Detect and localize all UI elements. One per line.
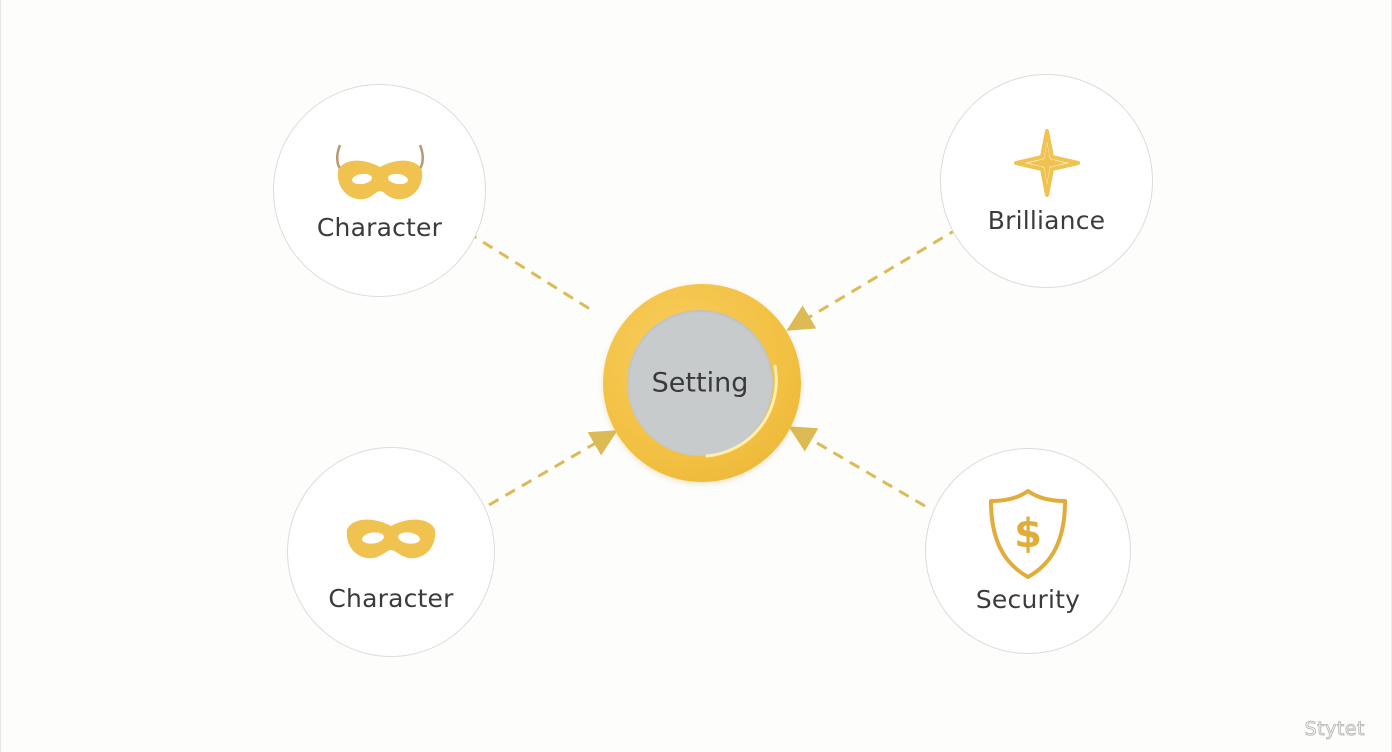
node-security: $ Security (925, 448, 1131, 654)
hub-highlight-arc (705, 364, 778, 458)
connector-top-right (786, 226, 960, 331)
connector-bottom-left (488, 430, 618, 507)
node-label: Character (316, 213, 443, 242)
node-label: Character (328, 584, 454, 613)
node-label: Security (975, 585, 1081, 614)
mask-icon (343, 514, 439, 564)
node-character-top: Character (273, 84, 486, 297)
watermark: Stytet (1304, 718, 1365, 741)
connector-top-left (466, 230, 594, 313)
node-character-bottom: Character (287, 447, 495, 657)
node-label: Brilliance (987, 206, 1106, 235)
node-brilliance: Brilliance (940, 74, 1153, 288)
sparkle-icon (1013, 129, 1080, 197)
mask-icon (332, 141, 428, 205)
connector-bottom-right (788, 426, 926, 508)
svg-text:$: $ (1014, 511, 1042, 557)
hub-setting: Setting (603, 284, 801, 482)
shield-dollar-icon: $ (987, 487, 1069, 581)
hub-inner-disc: Setting (627, 310, 773, 456)
hub-label: Setting (651, 367, 749, 399)
